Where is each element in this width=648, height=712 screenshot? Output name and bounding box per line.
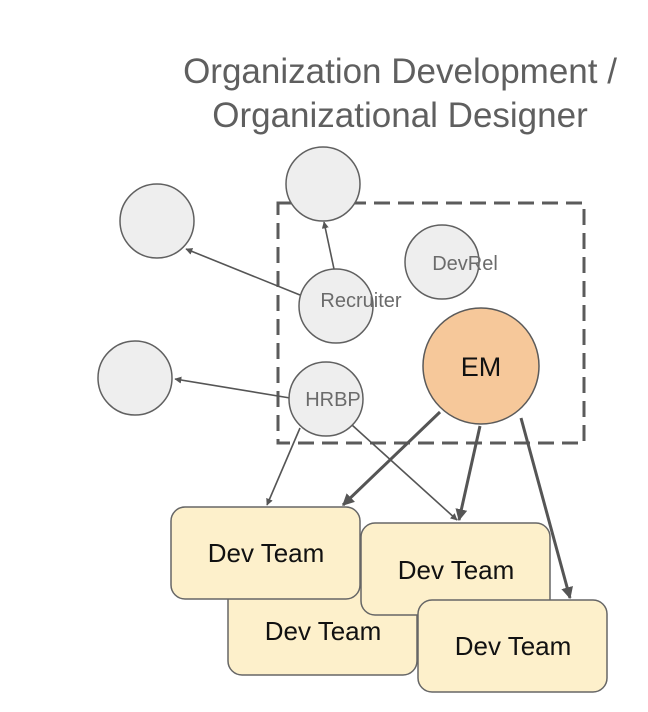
recruiter-to-top-circle-arrow <box>321 221 335 270</box>
hrbp-circle <box>288 361 364 437</box>
dev-team-box-1 <box>170 506 361 600</box>
diagram-title-line-2: Organizational Designer <box>212 96 588 135</box>
devrel-label: DevRel <box>432 253 498 275</box>
em-to-team-3-arrow <box>455 425 482 522</box>
recruiter-to-left-circle-arrow <box>185 248 301 296</box>
em-circle <box>422 307 540 425</box>
recruiter-circle <box>298 268 374 344</box>
em-to-team-1-arrow <box>341 410 442 507</box>
role-circle-left-lower <box>97 340 173 416</box>
dev-team-box-4 <box>417 599 608 693</box>
em-label: EM <box>461 352 502 382</box>
role-circle-left-upper <box>119 183 195 259</box>
recruiter-label: Recruiter <box>320 290 401 312</box>
role-circle-top <box>285 146 361 222</box>
hrbp-to-left-circle-arrow <box>174 376 291 399</box>
hrbp-to-team-3-arrow <box>351 424 458 521</box>
diagram-title-line-1: Organization Development / <box>183 52 617 91</box>
dev-team-label-2: Dev Team <box>265 616 382 646</box>
hrbp-to-team-1-arrow <box>266 427 301 506</box>
org-boundary <box>276 201 586 445</box>
em-to-team-4-arrow <box>519 417 573 600</box>
hrbp-label: HRBP <box>305 389 361 411</box>
dev-team-label-3: Dev Team <box>398 555 515 585</box>
dev-team-label-4: Dev Team <box>455 631 572 661</box>
devrel-circle <box>404 224 480 300</box>
dev-team-label-1: Dev Team <box>208 538 325 568</box>
